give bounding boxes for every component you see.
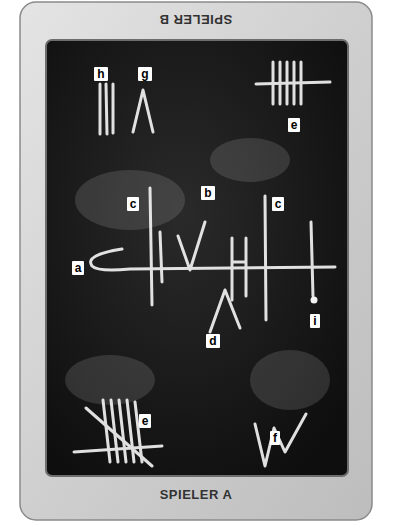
line-a xyxy=(91,249,335,270)
stroke-c-left xyxy=(150,188,162,305)
callout-letter: d xyxy=(206,334,219,348)
tally-e-top-cross xyxy=(256,82,330,84)
chalk-smudges xyxy=(65,138,330,410)
callout-letter: g xyxy=(138,67,151,81)
callout-letter: e xyxy=(288,118,301,132)
stroke-i xyxy=(311,222,313,296)
chalk-dot xyxy=(311,297,318,304)
callout-letter: i xyxy=(310,314,319,328)
tally-g xyxy=(133,90,153,132)
tally-h xyxy=(100,84,113,134)
tally-e-bottom-cross xyxy=(74,408,162,466)
callout-letter: b xyxy=(201,186,214,200)
stroke-d xyxy=(210,290,240,332)
callout-letter: a xyxy=(72,261,85,275)
callout-letter: c xyxy=(127,197,140,211)
stroke-b xyxy=(178,222,205,270)
callout-letter: h xyxy=(94,67,107,81)
slate-board xyxy=(46,40,348,476)
stroke-f xyxy=(255,414,306,466)
wooden-frame xyxy=(20,2,372,520)
stroke-h-form xyxy=(232,238,246,300)
stroke-c-right xyxy=(265,196,266,320)
callout-letter: f xyxy=(270,431,280,445)
chalk-marks xyxy=(74,62,335,466)
player-label: SPIELER A xyxy=(160,487,233,502)
callout-letter: c xyxy=(272,197,285,211)
callout-letter: e xyxy=(139,414,152,428)
player-label: SPIELER B xyxy=(159,12,232,27)
